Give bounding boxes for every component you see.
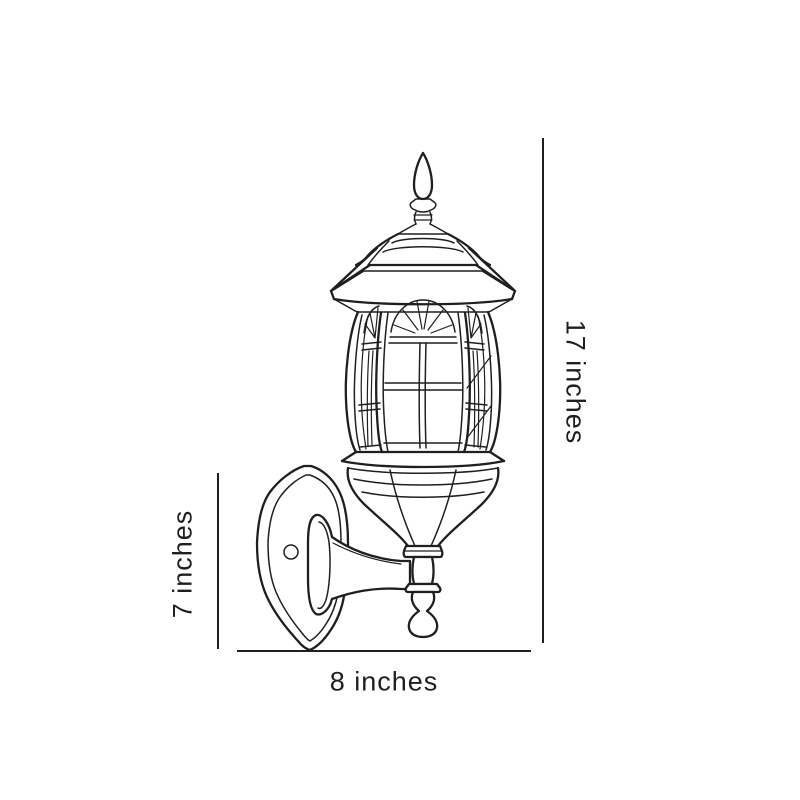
width-dimension-label: 8 inches — [329, 666, 439, 697]
cornice — [329, 263, 517, 313]
wall-back-plate — [255, 464, 350, 652]
width-dimension-line — [237, 650, 531, 652]
stem — [402, 544, 444, 594]
mounting-arm — [306, 513, 412, 616]
backplate-dimension-line — [217, 473, 219, 649]
top-finial — [397, 151, 449, 235]
right-window — [464, 305, 493, 451]
front-window — [383, 299, 463, 449]
backplate-dimension-label: 7 inches — [167, 509, 198, 619]
height-dimension-label: 17 inches — [560, 319, 591, 445]
drop-finial — [407, 590, 439, 639]
roof — [330, 232, 516, 292]
height-dimension-line — [542, 138, 544, 643]
left-window — [353, 305, 382, 451]
bottom-skirt — [340, 450, 506, 548]
lantern-body — [344, 310, 502, 454]
screw-hole — [283, 544, 299, 560]
